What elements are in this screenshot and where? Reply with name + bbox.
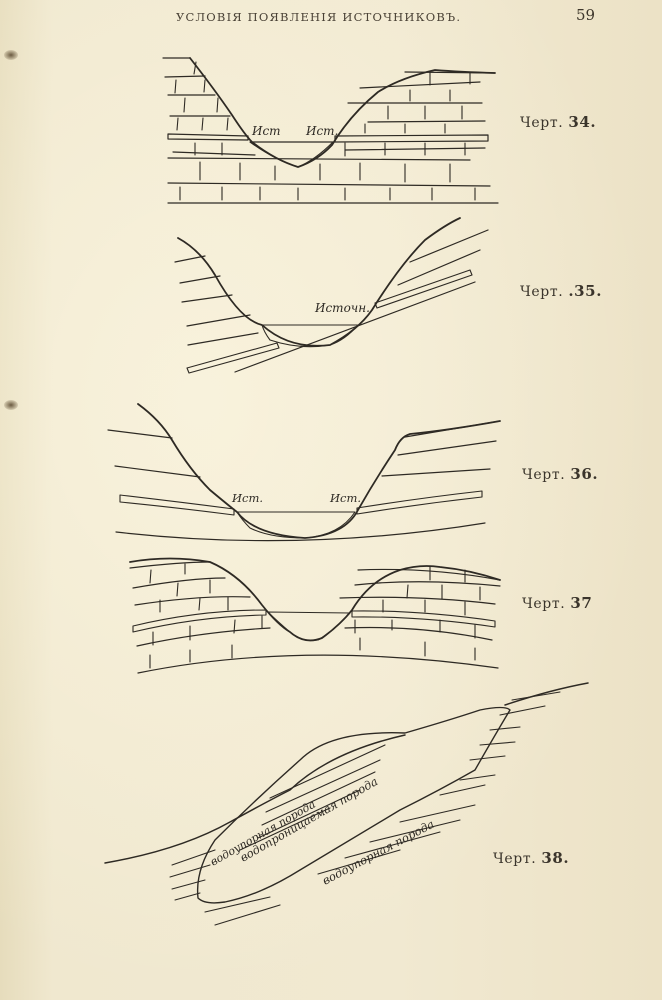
figure-37 bbox=[129, 557, 501, 674]
rock-label-permeable: водопроницаемая порода bbox=[238, 774, 381, 865]
binding-hole-middle bbox=[4, 400, 18, 410]
spring-label: Ист bbox=[251, 124, 281, 138]
spring-label: Ист. bbox=[231, 491, 263, 505]
binding-hole-top bbox=[4, 50, 18, 60]
figure-caption-35: Черт. .35. bbox=[520, 282, 603, 300]
spring-label: Ист. bbox=[329, 491, 361, 505]
spring-label: Ист. bbox=[305, 124, 338, 138]
page-number: 59 bbox=[576, 6, 596, 24]
figure-35: Источн. bbox=[174, 217, 489, 374]
rock-label-impermeable-lower: водоупорная порода bbox=[320, 817, 437, 888]
figure-caption-38: Черт. 38. bbox=[493, 849, 570, 867]
running-head: Условія появленія источниковъ. bbox=[176, 10, 462, 24]
spring-label: Источн. bbox=[314, 301, 370, 315]
figure-caption-34: Черт. 34. bbox=[520, 113, 597, 131]
figure-38: водоупорная порода водопроницаемая пород… bbox=[104, 682, 589, 926]
rock-label-impermeable-upper: водоупорная порода bbox=[208, 798, 318, 869]
figure-34: Ист Ист. bbox=[162, 57, 499, 204]
figure-36: Ист. Ист. bbox=[107, 403, 501, 542]
figure-caption-36: Черт. 36. bbox=[522, 465, 599, 483]
figure-caption-37: Черт. 37 bbox=[522, 594, 593, 612]
